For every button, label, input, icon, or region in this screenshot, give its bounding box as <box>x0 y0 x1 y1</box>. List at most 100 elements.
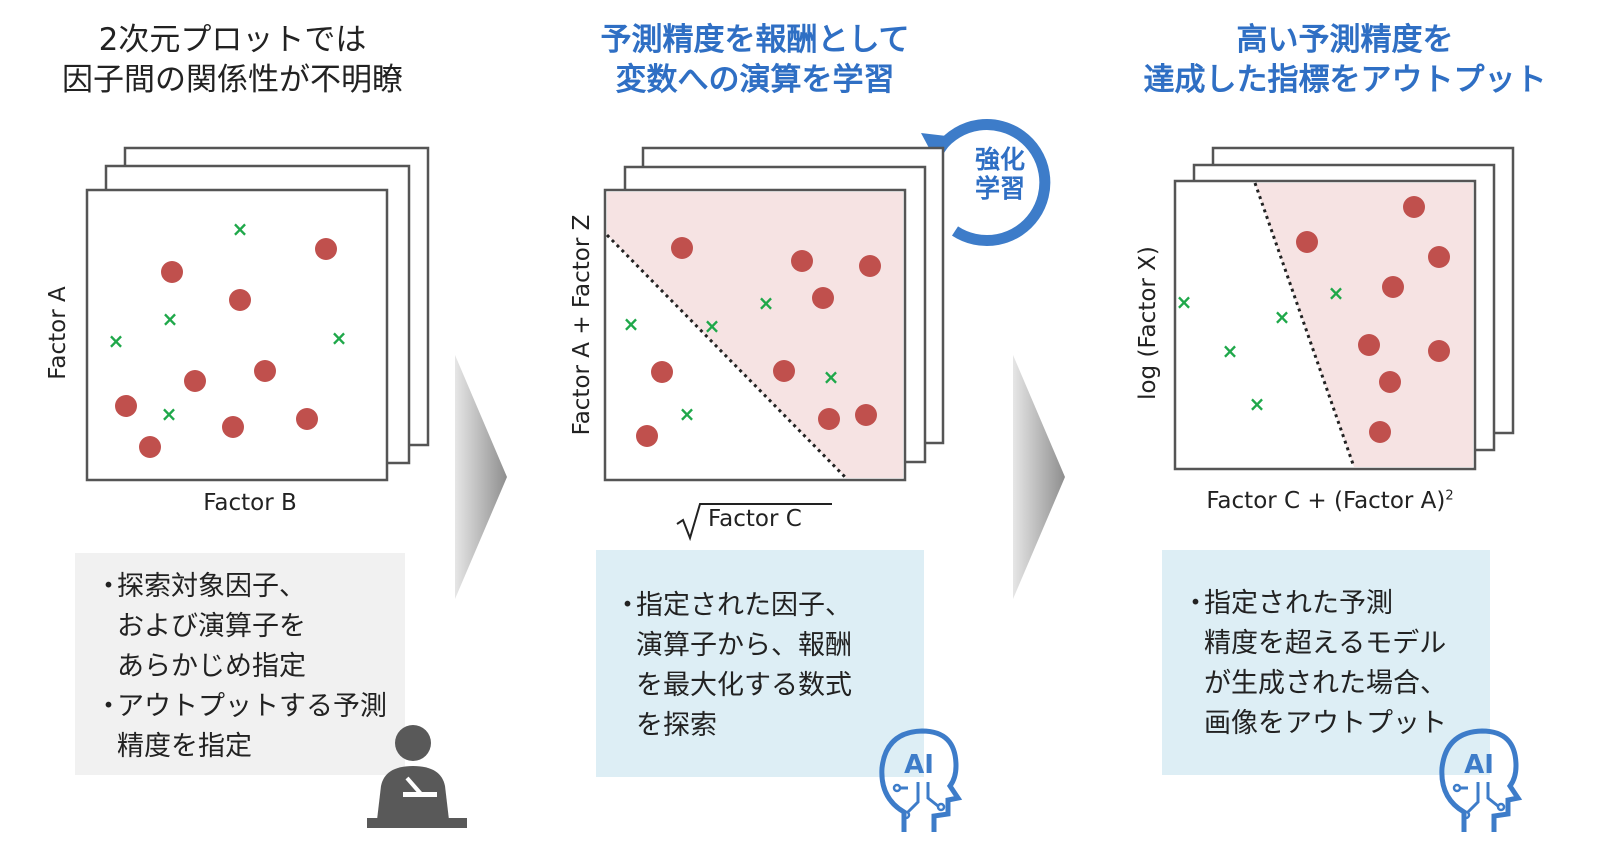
loop-label-line: 強化 <box>974 145 1025 174</box>
ai-head-icon: AI <box>1439 728 1523 832</box>
decision-boundary <box>1253 182 1356 468</box>
note-line: 演算子から、報酬 <box>636 630 852 661</box>
panel3-y-label: log (Factor X) <box>1135 246 1161 400</box>
red-dot <box>115 395 137 417</box>
red-dot <box>222 416 244 438</box>
green-cross: × <box>823 365 840 389</box>
bullet: ・ <box>95 571 122 602</box>
bullet: ・ <box>614 590 641 621</box>
red-dot <box>315 238 337 260</box>
panel1-plot-stack: × × × × × <box>85 146 430 482</box>
note-line: を最大化する数式 <box>636 670 852 701</box>
red-dot <box>184 370 206 392</box>
green-cross: × <box>1249 392 1266 416</box>
red-dot <box>812 287 834 309</box>
panel2-title-line2: 変数への演算を学習 <box>615 62 895 98</box>
green-cross: × <box>232 217 249 241</box>
plot-frame <box>85 188 389 482</box>
green-cross: × <box>704 314 721 338</box>
red-dot <box>1428 246 1450 268</box>
note-line: 精度を指定 <box>117 731 252 762</box>
red-dot <box>1403 196 1425 218</box>
panel2-plot-stack: × × × × × <box>603 146 945 482</box>
person-at-desk-icon <box>367 725 467 828</box>
red-dot <box>1428 340 1450 362</box>
red-dot <box>254 360 276 382</box>
green-cross: × <box>758 291 775 315</box>
panel3-title: 高い予測精度を 達成した指標をアウトプット <box>1100 20 1590 100</box>
loop-label-line: 学習 <box>974 174 1025 203</box>
reinforcement-learning-label: 強化 学習 <box>965 145 1035 203</box>
red-dot <box>229 289 251 311</box>
panel3-x-label-text: Factor C + (Factor A) <box>1206 488 1446 514</box>
bullet: ・ <box>95 691 122 722</box>
note-line: 精度を超えるモデル <box>1204 628 1447 659</box>
note-line: 探索対象因子、 <box>117 571 306 602</box>
red-dot <box>818 408 840 430</box>
red-dot <box>1358 334 1380 356</box>
ai-head-icon: AI <box>879 728 963 832</box>
red-dot <box>671 237 693 259</box>
decision-boundary <box>605 233 848 480</box>
note-line: および演算子を <box>117 611 306 642</box>
plot-markers: × × × × × <box>1176 196 1450 443</box>
panel3-title-line2: 達成した指標をアウトプット <box>1143 62 1547 98</box>
panel3-x-label: Factor C + (Factor A)2 <box>1175 488 1485 514</box>
step-arrow-1 <box>455 355 507 599</box>
region-shade <box>607 192 903 478</box>
red-dot <box>296 408 318 430</box>
red-dot <box>161 261 183 283</box>
green-cross: × <box>108 329 125 353</box>
note-item: ・ 指定された予測 精度を超えるモデル が生成された場合、 画像をアウトプット <box>1182 584 1490 744</box>
red-dot <box>139 436 161 458</box>
panel3-note-box: ・ 指定された予測 精度を超えるモデル が生成された場合、 画像をアウトプット <box>1162 550 1490 775</box>
note-line: が生成された場合、 <box>1204 668 1447 699</box>
red-dot <box>855 404 877 426</box>
green-cross: × <box>161 402 178 426</box>
panel2-x-label: Factor C <box>708 506 802 532</box>
note-line: を探索 <box>636 710 717 741</box>
red-dot <box>651 361 673 383</box>
red-dot <box>1379 371 1401 393</box>
panel1-title-line2: 因子間の関係性が不明瞭 <box>62 62 403 98</box>
note-line: 指定された予測 <box>1204 588 1393 619</box>
red-dot <box>1382 276 1404 298</box>
green-cross: × <box>1274 305 1291 329</box>
note-item: ・ アウトプットする予測 精度を指定 <box>95 687 405 767</box>
note-line: 画像をアウトプット <box>1204 708 1447 739</box>
panel1-note-box: ・ 探索対象因子、 および演算子を あらかじめ指定 ・ アウトプットする予測 精… <box>75 553 405 775</box>
sqrt-sign <box>676 503 832 542</box>
ai-icon-text: AI <box>904 750 934 780</box>
ai-icon-text: AI <box>1464 750 1494 780</box>
green-cross: × <box>1328 281 1345 305</box>
green-cross: × <box>1222 339 1239 363</box>
green-cross: × <box>623 312 640 336</box>
panel2-note-box: ・ 指定された因子、 演算子から、報酬 を最大化する数式 を探索 <box>596 550 924 777</box>
plot-markers: × × × × × <box>623 237 881 447</box>
red-dot <box>1296 231 1318 253</box>
panel3-title-line1: 高い予測精度を <box>1236 22 1454 58</box>
green-cross: × <box>162 307 179 331</box>
note-item: ・ 探索対象因子、 および演算子を あらかじめ指定 <box>95 567 405 687</box>
red-dot <box>773 360 795 382</box>
panel2-y-label: Factor A + Factor Z <box>569 214 595 436</box>
panel2-title-line1: 予測精度を報酬として <box>600 22 910 58</box>
panel3-plot-stack: × × × × × <box>1173 146 1515 471</box>
panel3-x-label-exponent: 2 <box>1445 488 1454 504</box>
green-cross: × <box>1176 290 1193 314</box>
region-shade <box>1255 183 1473 467</box>
red-dot <box>1369 421 1391 443</box>
panel2-title: 予測精度を報酬として 変数への演算を学習 <box>540 20 970 100</box>
bullet: ・ <box>1182 588 1209 619</box>
green-cross: × <box>331 326 348 350</box>
note-item: ・ 指定された因子、 演算子から、報酬 を最大化する数式 を探索 <box>614 586 924 746</box>
note-line: 指定された因子、 <box>636 590 852 621</box>
red-dot <box>859 255 881 277</box>
panel1-title-line1: 2次元プロットでは <box>98 22 367 58</box>
plot-markers: × × × × × <box>108 217 348 458</box>
panel1-x-label: Factor B <box>203 490 297 516</box>
green-cross: × <box>679 402 696 426</box>
red-dot <box>636 425 658 447</box>
note-line: アウトプットする予測 <box>117 691 387 722</box>
red-dot <box>791 250 813 272</box>
